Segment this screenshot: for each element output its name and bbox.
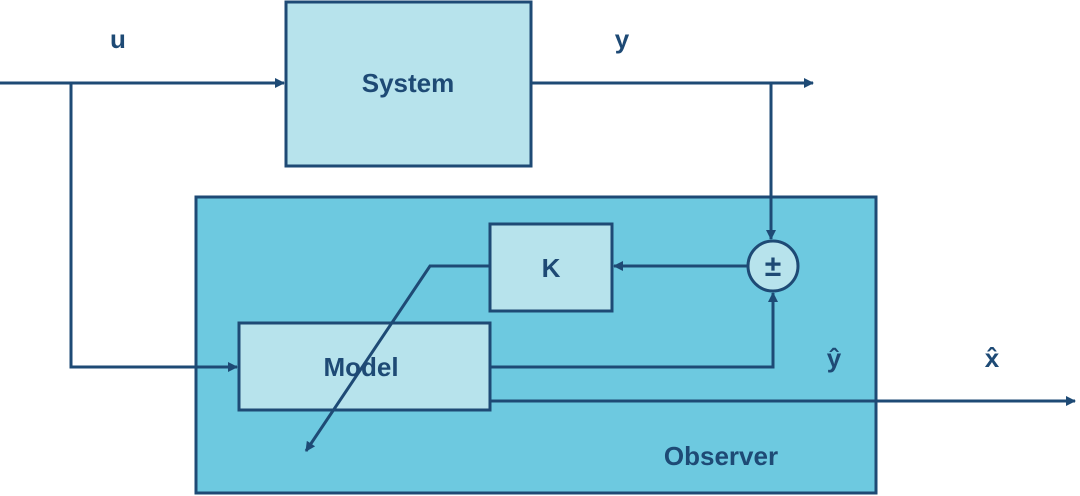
yhat-to-summer-line bbox=[490, 292, 778, 369]
system-block bbox=[284, 0, 533, 168]
model-label: Model bbox=[323, 352, 398, 382]
gain-block bbox=[488, 222, 614, 313]
estimate-xhat-label: x̂ bbox=[985, 343, 1000, 373]
observer-label: Observer bbox=[664, 441, 778, 471]
estimate-yhat-label: ŷ bbox=[827, 343, 842, 373]
input-u-label: u bbox=[110, 24, 126, 54]
output-y-label: y bbox=[615, 24, 630, 54]
input-branch-to-model bbox=[69, 83, 238, 372]
gain-label: K bbox=[542, 253, 561, 283]
gain-correction-line bbox=[304, 264, 490, 452]
system-label: System bbox=[362, 68, 455, 98]
summer-sign-label: ± bbox=[765, 250, 781, 283]
